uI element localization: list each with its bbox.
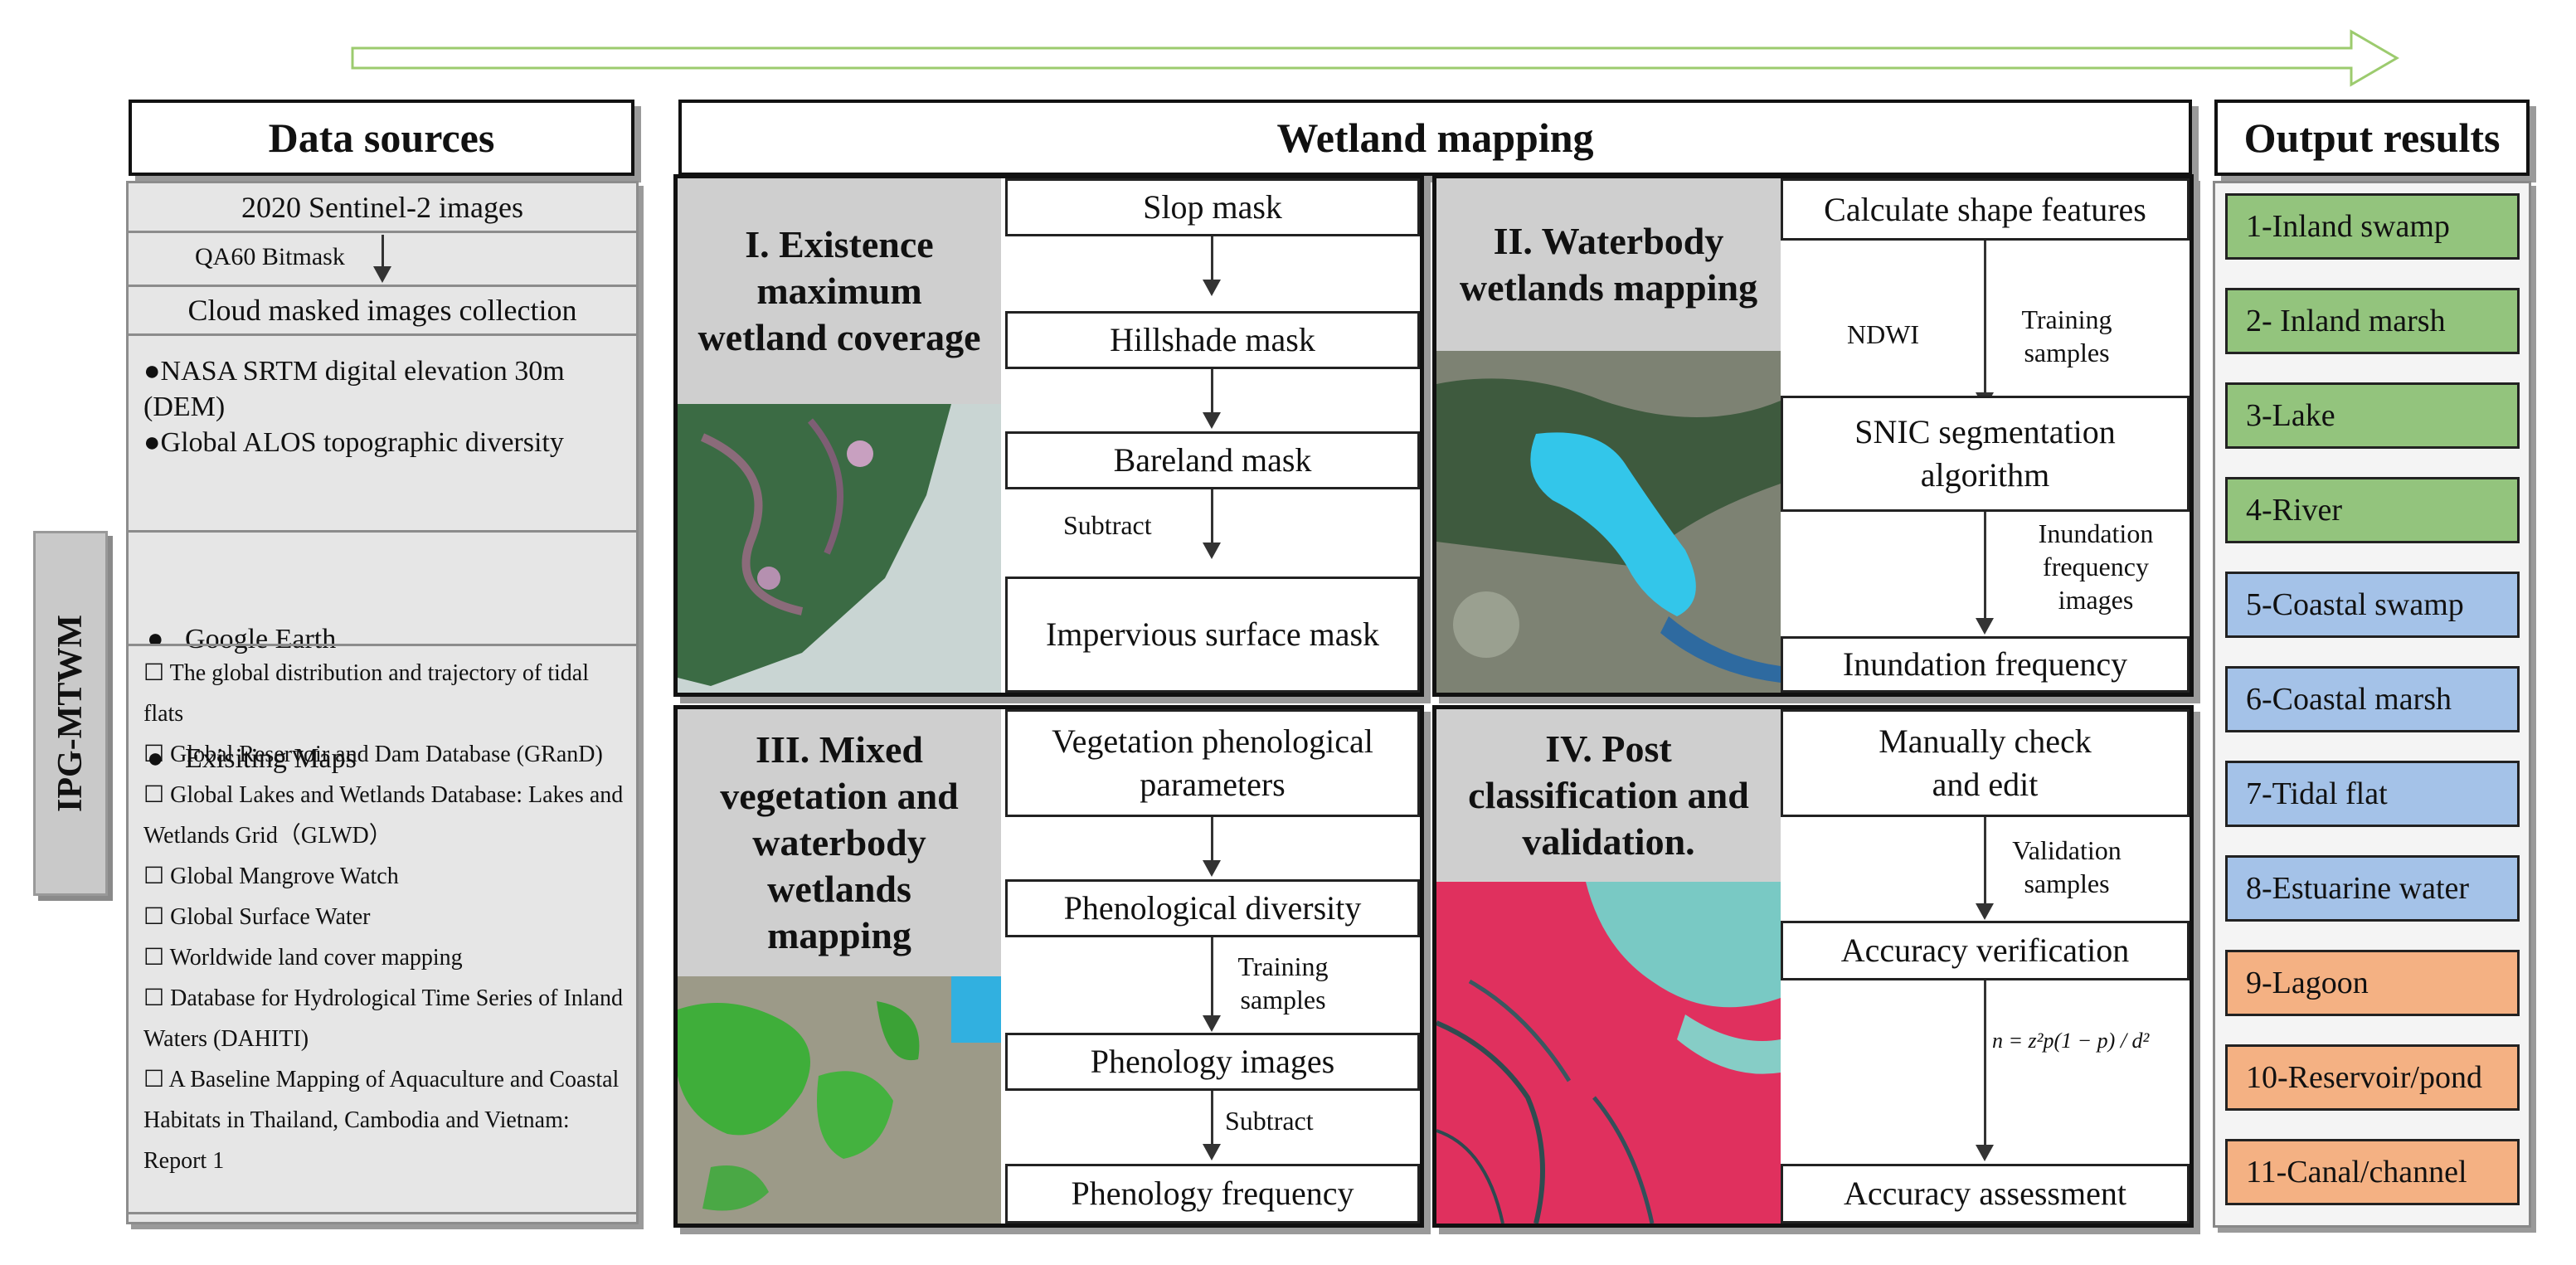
cloud-masked-collection: Cloud masked images collection bbox=[129, 285, 636, 336]
bitmask-label: QA60 Bitmask bbox=[195, 243, 345, 270]
terrain-sources: ●NASA SRTM digital elevation 30m (DEM) ●… bbox=[143, 353, 625, 460]
output-item: 8-Estuarine water bbox=[2225, 855, 2520, 922]
panel-1-flow: Slop mask Hillshade mask Bareland mask S… bbox=[1005, 178, 1420, 693]
database-item: ☐ Global Mangrove Watch bbox=[143, 864, 399, 889]
training-samples-label: Training samples bbox=[1237, 951, 1329, 1014]
subtract-label: Subtract bbox=[1225, 1106, 1314, 1136]
output-results-title: Output results bbox=[2214, 100, 2530, 176]
panel-1-title: I. Existence maximum wetland coverage bbox=[678, 178, 1001, 404]
subtract-label: Subtract bbox=[1063, 510, 1152, 540]
output-item: 7-Tidal flat bbox=[2225, 761, 2520, 827]
bareland-mask-step: Bareland mask bbox=[1005, 431, 1420, 489]
panel-post-classification: IV. Post classification and validation. … bbox=[1432, 705, 2194, 1228]
satellite-image-1 bbox=[678, 404, 1001, 693]
output-item: 5-Coastal swamp bbox=[2225, 572, 2520, 638]
hillshade-mask-step: Hillshade mask bbox=[1005, 311, 1420, 369]
accuracy-verification-step: Accuracy verification bbox=[1781, 921, 2190, 980]
panel-4-flow: Manually check and edit Validation sampl… bbox=[1781, 709, 2190, 1224]
data-sources-title: Data sources bbox=[129, 100, 634, 176]
phenology-frequency-step: Phenology frequency bbox=[1005, 1164, 1420, 1224]
output-results-panel: 1-Inland swamp 2- Inland marsh 3-Lake 4-… bbox=[2213, 181, 2531, 1228]
reference-sources: ● Google Earth ● Exisiting Maps bbox=[147, 540, 611, 859]
database-list: ☐ The global distribution and trajectory… bbox=[143, 653, 629, 1181]
terrain-item: ●Global ALOS topographic diversity bbox=[143, 427, 564, 458]
accuracy-assessment-step: Accuracy assessment bbox=[1781, 1164, 2190, 1224]
panel-3-title: III. Mixed vegetation and waterbody wetl… bbox=[678, 709, 1001, 976]
output-item: 9-Lagoon bbox=[2225, 950, 2520, 1016]
output-item: 2- Inland marsh bbox=[2225, 288, 2520, 354]
validation-samples-label: Validation samples bbox=[2012, 835, 2122, 898]
output-item: 1-Inland swamp bbox=[2225, 193, 2520, 260]
sample-size-formula: n = z²p(1 − p) / d² bbox=[1992, 1029, 2150, 1053]
impervious-mask-step: Impervious surface mask bbox=[1005, 577, 1420, 693]
panel-mixed-vegetation: III. Mixed vegetation and waterbody wetl… bbox=[673, 705, 1424, 1228]
manual-check-step: Manually check and edit bbox=[1781, 709, 2190, 817]
reference-item: ● Exisiting Maps bbox=[147, 743, 357, 774]
database-item: ☐ Global Lakes and Wetlands Database: La… bbox=[143, 782, 624, 849]
sentinel-images: 2020 Sentinel-2 images bbox=[129, 183, 636, 233]
output-item: 6-Coastal marsh bbox=[2225, 666, 2520, 732]
panel-3-flow: Vegetation phenological parameters Pheno… bbox=[1005, 709, 1420, 1224]
satellite-image-4 bbox=[1436, 882, 1781, 1224]
snic-segmentation-step: SNIC segmentation algorithm bbox=[1781, 396, 2190, 512]
shape-features-step: Calculate shape features bbox=[1781, 178, 2190, 241]
training-samples-label: Training samples bbox=[2021, 304, 2112, 367]
inundation-frequency-step: Inundation frequency bbox=[1781, 636, 2190, 693]
panel-waterbody-mapping: II. Waterbody wetlands mapping Calculate… bbox=[1432, 174, 2194, 697]
database-item: ☐ Worldwide land cover mapping bbox=[143, 945, 463, 971]
side-label-box: IPG-MTWM bbox=[33, 531, 108, 896]
inundation-images-label: Inundation frequency images bbox=[2038, 518, 2154, 615]
panel-existence-coverage: I. Existence maximum wetland coverage Sl… bbox=[673, 174, 1424, 697]
database-item: ☐ Global Surface Water bbox=[143, 904, 371, 930]
panel-2-flow: Calculate shape features NDWI Training s… bbox=[1781, 178, 2190, 693]
output-item: 11-Canal/channel bbox=[2225, 1139, 2520, 1205]
vegetation-parameters-step: Vegetation phenological parameters bbox=[1005, 709, 1420, 817]
phenological-diversity-step: Phenological diversity bbox=[1005, 879, 1420, 937]
ndwi-label: NDWI bbox=[1847, 319, 1920, 349]
satellite-image-3 bbox=[678, 976, 1001, 1224]
database-item: ☐ Database for Hydrological Time Series … bbox=[143, 985, 623, 1052]
panel-4-title: IV. Post classification and validation. bbox=[1436, 709, 1781, 882]
terrain-item: ●NASA SRTM digital elevation 30m (DEM) bbox=[143, 356, 565, 422]
satellite-image-2 bbox=[1436, 351, 1781, 693]
panel-2-title: II. Waterbody wetlands mapping bbox=[1436, 178, 1781, 351]
flow-arrow bbox=[351, 29, 2399, 87]
data-sources-panel: 2020 Sentinel-2 images QA60 Bitmask Clou… bbox=[126, 181, 639, 1224]
output-item: 4-River bbox=[2225, 477, 2520, 543]
wetland-mapping-title: Wetland mapping bbox=[678, 100, 2192, 176]
phenology-images-step: Phenology images bbox=[1005, 1033, 1420, 1091]
database-item: ☐ A Baseline Mapping of Aquaculture and … bbox=[143, 1067, 620, 1174]
side-label: IPG-MTWM bbox=[51, 615, 90, 812]
database-item: ☐ Global Reservoir and Dam Database (GRa… bbox=[143, 742, 603, 767]
reference-item: ● Google Earth bbox=[147, 624, 337, 654]
database-item: ☐ The global distribution and trajectory… bbox=[143, 660, 590, 727]
output-item: 10-Reservoir/pond bbox=[2225, 1044, 2520, 1111]
slope-mask-step: Slop mask bbox=[1005, 178, 1420, 236]
output-item: 3-Lake bbox=[2225, 382, 2520, 449]
